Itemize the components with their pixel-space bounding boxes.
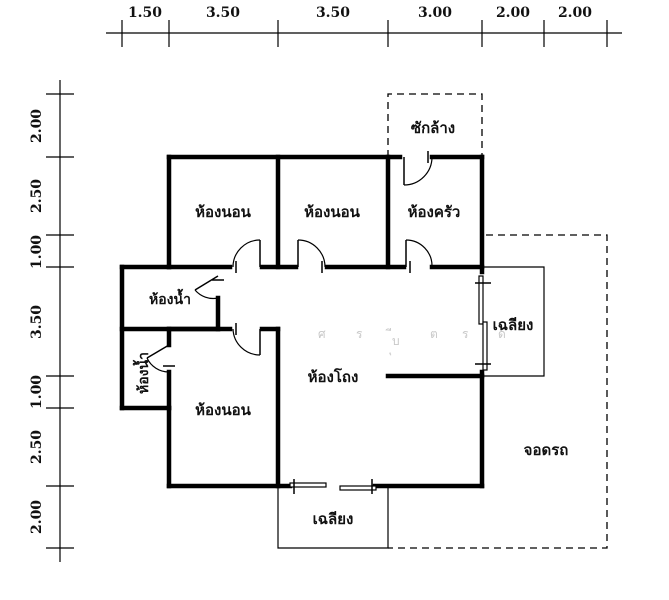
room-label-bedroom-2: ห้องนอน bbox=[304, 203, 360, 221]
top-dim-4: 3.00 bbox=[418, 5, 452, 21]
room-label-kitchen: ห้องครัว bbox=[408, 203, 461, 221]
laundry-outline bbox=[387, 93, 483, 157]
door-bedroom-2 bbox=[297, 239, 326, 273]
left-dim-3: 1.00 bbox=[29, 235, 45, 269]
room-label-carport: จอดรถ bbox=[524, 441, 569, 459]
carport-outline bbox=[388, 234, 608, 549]
left-dim-5: 1.00 bbox=[29, 375, 45, 409]
top-dim-6: 2.00 bbox=[558, 5, 592, 21]
top-dim-2: 3.50 bbox=[206, 5, 240, 21]
door-bathroom-2 bbox=[146, 344, 175, 373]
front-porch-outline bbox=[277, 486, 389, 549]
room-label-bathroom-1: ห้องน้ำ bbox=[149, 288, 191, 308]
room-label-side-porch: เฉลียง bbox=[493, 316, 534, 334]
top-dim-1: 1.50 bbox=[128, 5, 162, 21]
top-dimension-line: 1.50 3.50 3.50 3.00 2.00 2.00 bbox=[106, 5, 622, 47]
room-label-bedroom-3: ห้องนอน bbox=[195, 401, 251, 419]
room-label-laundry: ซักล้าง bbox=[411, 119, 455, 137]
front-sliding-door bbox=[289, 479, 377, 494]
room-label-front-porch: เฉลียง bbox=[313, 510, 354, 528]
sliding-doors bbox=[289, 275, 491, 494]
door-laundry bbox=[403, 151, 433, 186]
walls bbox=[119, 154, 485, 489]
door-bathroom-1 bbox=[194, 275, 224, 300]
room-label-bathroom-2: ห้องน้ำ bbox=[132, 352, 152, 394]
left-dim-6: 2.50 bbox=[29, 430, 45, 464]
left-dimension-line: 2.00 2.50 1.00 3.50 1.00 2.50 2.00 bbox=[29, 80, 74, 562]
door-kitchen bbox=[405, 239, 433, 273]
top-dim-3: 3.50 bbox=[316, 5, 350, 21]
watermark-char: ี bbox=[385, 327, 391, 331]
dashed-outlines bbox=[387, 93, 608, 549]
watermark-char: ศ bbox=[318, 327, 326, 341]
left-dim-1: 2.00 bbox=[29, 109, 45, 143]
room-labels: ซักล้าง ห้องนอน ห้องนอน ห้องครัว ห้องน้ำ… bbox=[132, 119, 568, 528]
room-label-bedroom-1: ห้องนอน bbox=[195, 203, 251, 221]
top-dim-5: 2.00 bbox=[496, 5, 530, 21]
doors bbox=[146, 151, 433, 373]
watermark-char: ุ bbox=[389, 352, 392, 356]
room-label-living-room: ห้องโถง bbox=[308, 367, 359, 386]
side-porch-outline bbox=[482, 266, 545, 377]
side-sliding-door bbox=[475, 275, 491, 371]
watermark-char: ต bbox=[430, 327, 438, 341]
watermark: ศ ร ี บ ุ ต ร ด bbox=[318, 327, 506, 356]
door-bedroom-1 bbox=[232, 239, 261, 273]
watermark-char: ด bbox=[498, 327, 506, 341]
watermark-char: บ bbox=[392, 334, 400, 348]
left-dim-7: 2.00 bbox=[29, 500, 45, 534]
watermark-char: ร bbox=[462, 327, 469, 341]
watermark-char: ร bbox=[356, 327, 363, 341]
porch-outlines bbox=[277, 266, 545, 549]
left-dim-2: 2.50 bbox=[29, 179, 45, 213]
left-dim-4: 3.50 bbox=[29, 305, 45, 339]
door-bedroom-3 bbox=[232, 323, 261, 356]
